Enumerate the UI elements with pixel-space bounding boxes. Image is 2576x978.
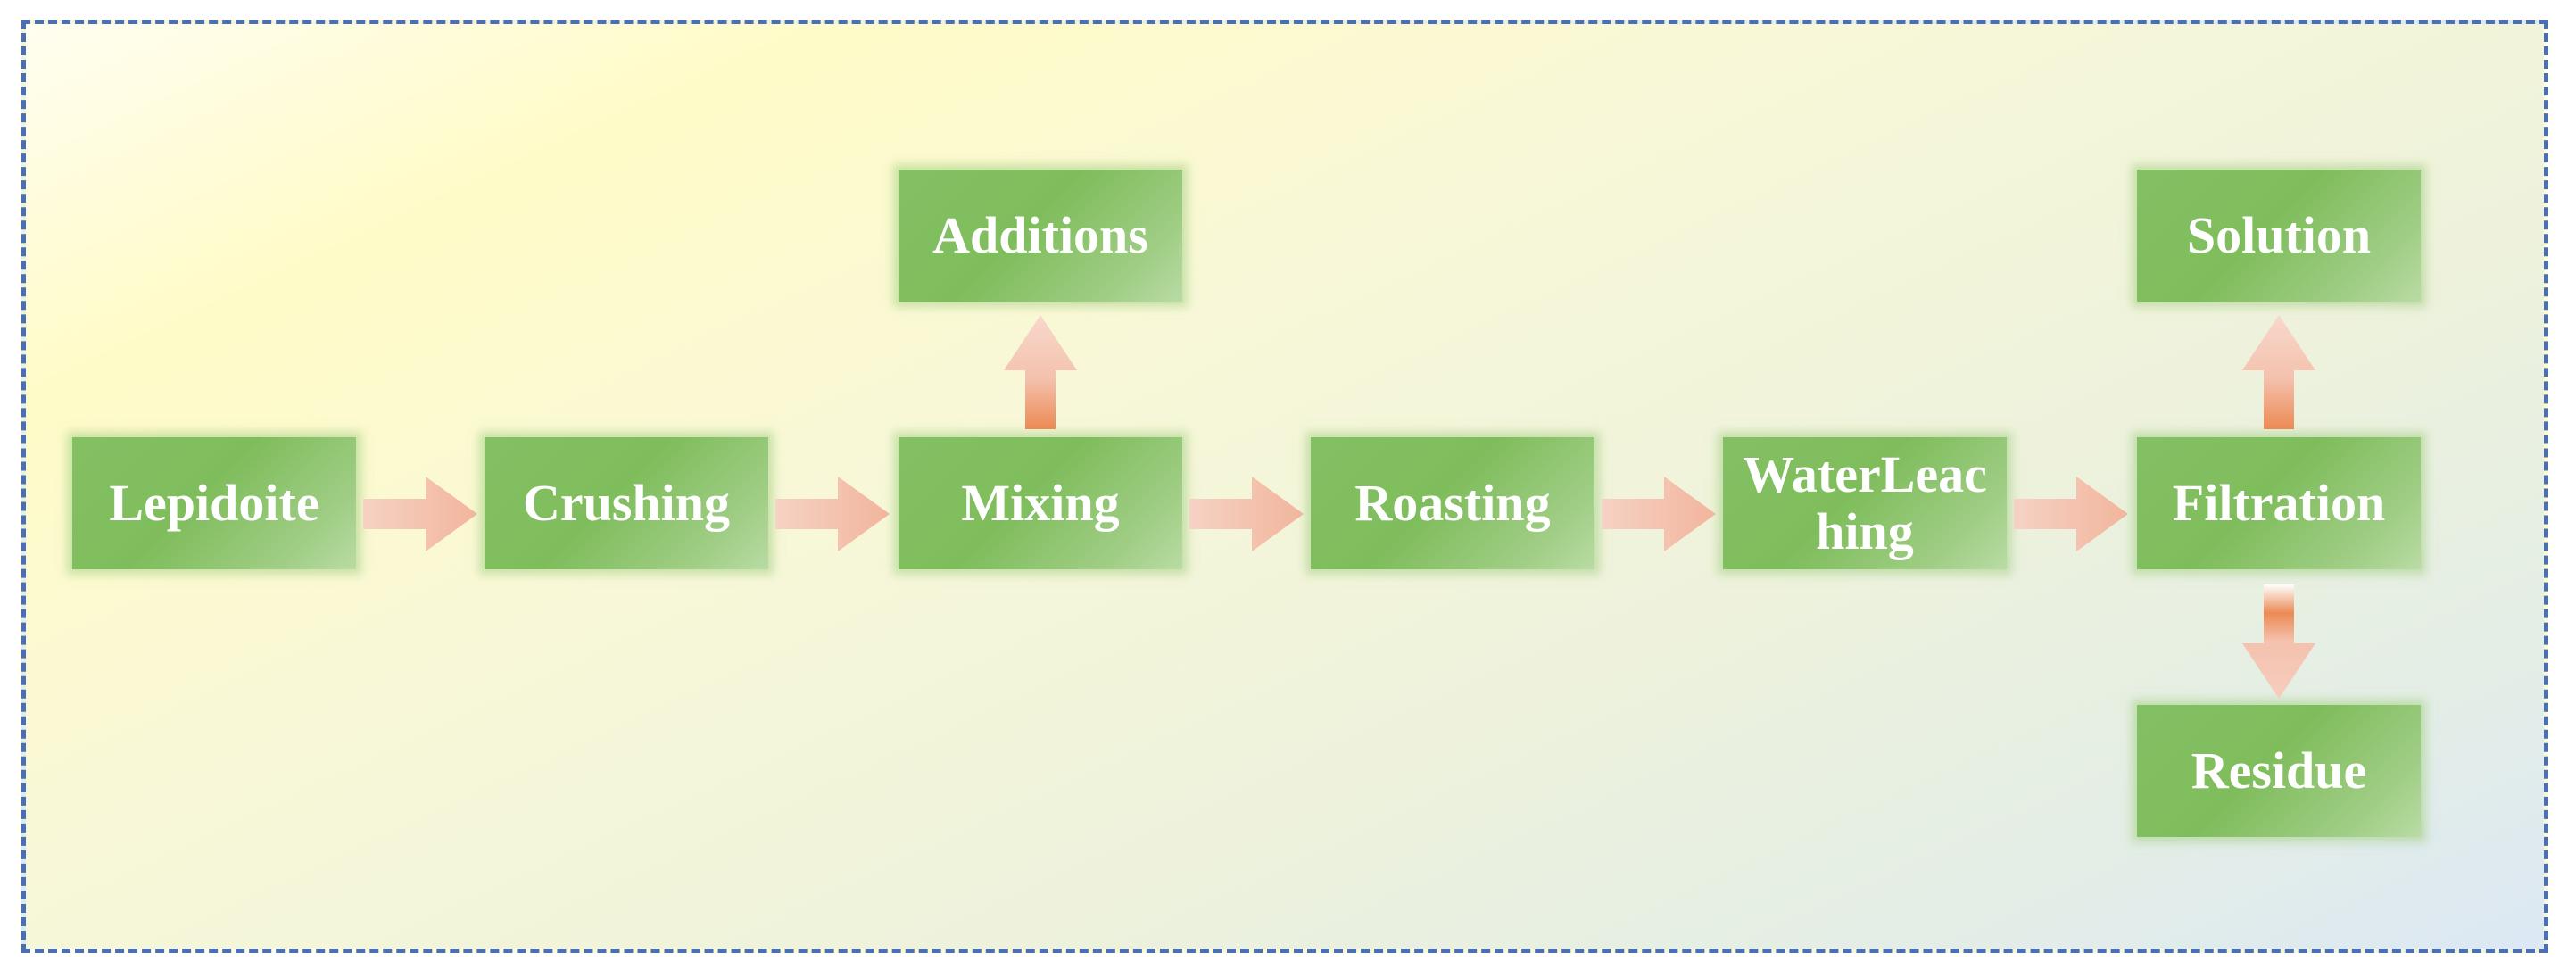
arrow-right-icon [775, 477, 890, 551]
node-label: Additions [932, 206, 1148, 264]
diagram-frame: Lepidoite Crushing Mixing Roasting Water… [21, 20, 2548, 953]
arrow-right-icon [363, 477, 477, 551]
arrow-up-icon [2242, 315, 2315, 429]
node-residue: Residue [2137, 705, 2421, 837]
arrow-down-icon [2242, 584, 2315, 699]
node-filtration: Filtration [2137, 437, 2421, 569]
node-label: Residue [2191, 742, 2367, 800]
arrow-right-icon [1189, 477, 1304, 551]
node-label: Filtration [2172, 474, 2386, 532]
node-label: WaterLeaching [1743, 445, 1987, 560]
node-roasting: Roasting [1311, 437, 1594, 569]
node-mixing: Mixing [899, 437, 1182, 569]
node-label: Roasting [1354, 474, 1551, 532]
node-label: Lepidoite [109, 474, 319, 532]
node-solution: Solution [2137, 170, 2421, 302]
node-lepidoite: Lepidoite [72, 437, 356, 569]
node-label: Solution [2186, 206, 2372, 264]
arrow-up-icon [1004, 315, 1077, 429]
node-additions: Additions [899, 170, 1182, 302]
node-label: Mixing [961, 474, 1120, 532]
node-label: Crushing [522, 474, 731, 532]
arrow-right-icon [2014, 477, 2128, 551]
arrow-right-icon [1602, 477, 1716, 551]
node-crushing: Crushing [485, 437, 768, 569]
node-water-leaching: WaterLeaching [1723, 437, 2007, 569]
